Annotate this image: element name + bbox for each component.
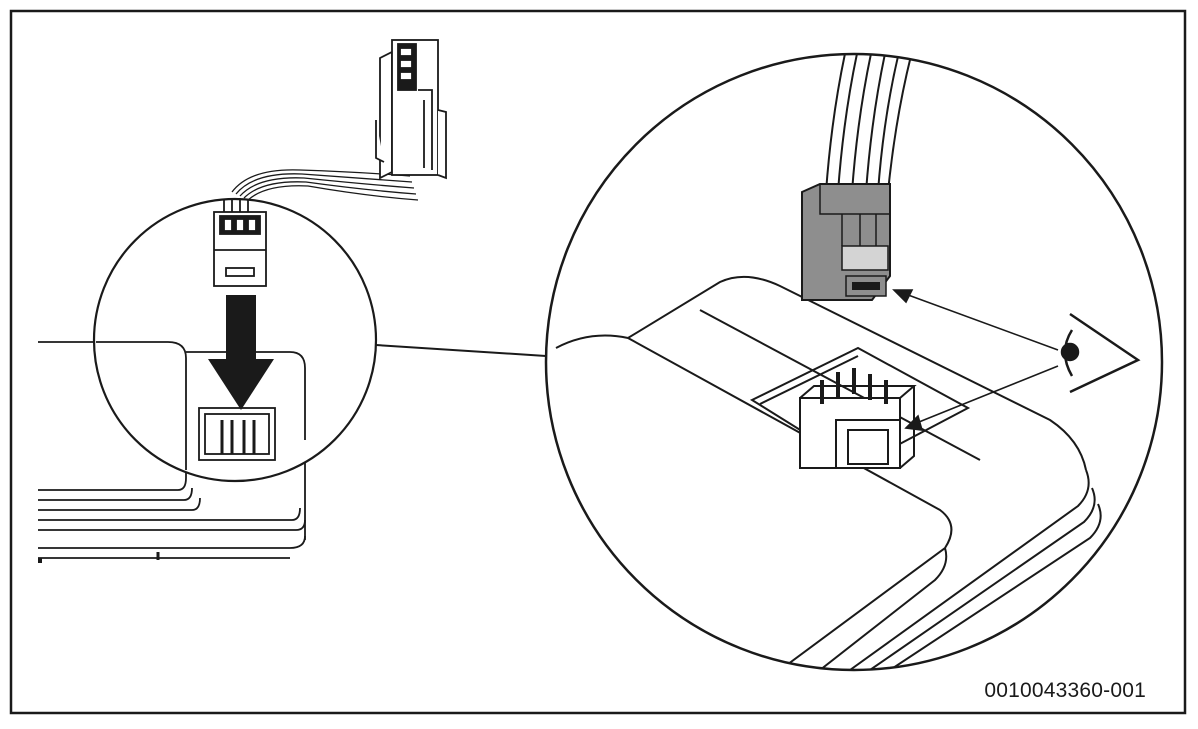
eye-icon xyxy=(1060,312,1141,394)
cable-plug-overview xyxy=(375,39,447,180)
diagram-frame xyxy=(9,9,1187,715)
detail-circle-large xyxy=(544,52,1164,672)
cable-overview xyxy=(231,169,419,201)
detail-leader-line xyxy=(375,344,547,357)
small-detail-contents xyxy=(96,198,306,470)
sight-lines xyxy=(892,289,1059,431)
cable-plug-detail xyxy=(801,183,891,301)
figure-reference-code: 0010043360-001 xyxy=(984,679,1146,702)
arrow-down-icon xyxy=(208,295,274,410)
large-detail-contents xyxy=(555,54,1102,670)
